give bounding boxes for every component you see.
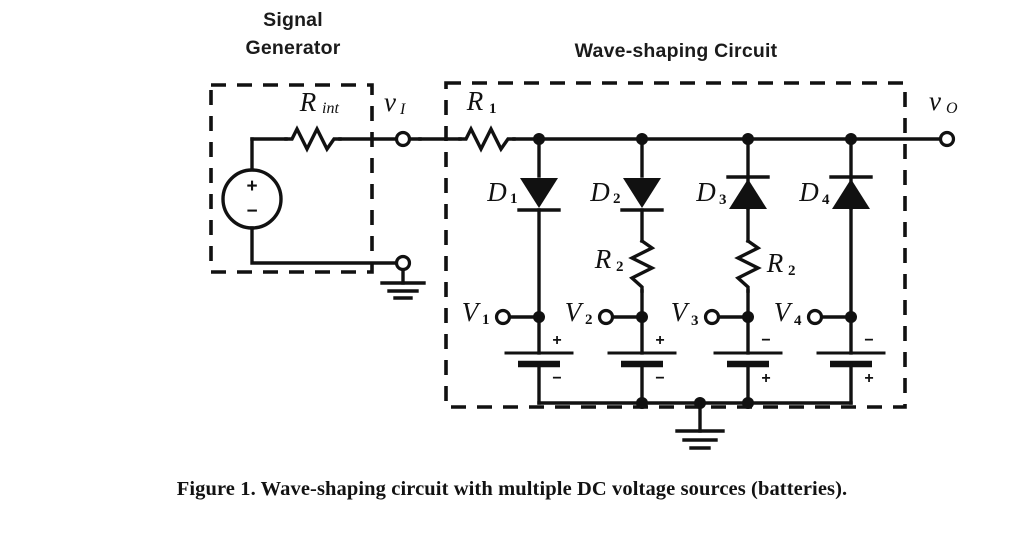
- label-v3-base: V: [671, 297, 691, 327]
- signal-generator-box: [209, 83, 374, 274]
- label-d3: D 3: [695, 177, 726, 208]
- svg-text:D: D: [589, 177, 610, 207]
- battery-v2-plus: +: [655, 332, 664, 349]
- battery-v4-plus: +: [864, 370, 873, 387]
- label-v2: V 2: [565, 297, 593, 328]
- battery-v4-minus: −: [864, 332, 873, 349]
- resistor-rint: [284, 125, 342, 153]
- label-v4: V 4: [774, 297, 802, 329]
- label-d2: D 2: [589, 177, 620, 207]
- label-r2-right-sub: 2: [788, 263, 796, 279]
- source-plus-sign: +: [246, 176, 257, 197]
- label-v-in-sub: I: [399, 101, 406, 118]
- signal-generator-title-line1: Signal: [263, 9, 323, 31]
- label-v2-sub: 2: [585, 312, 593, 328]
- label-v-in-base: v: [384, 87, 396, 117]
- label-v-out: v O: [929, 86, 958, 117]
- figure-caption: Figure 1. Wave-shaping circuit with mult…: [176, 478, 848, 500]
- svg-text:R: R: [299, 87, 317, 117]
- svg-text:D: D: [695, 177, 716, 207]
- svg-text:V: V: [671, 297, 691, 327]
- label-r2-right-base: R: [766, 248, 784, 278]
- label-r2-right: R 2: [766, 248, 796, 279]
- diode-d4-symbol: [829, 175, 873, 209]
- label-d4-base: D: [798, 177, 819, 207]
- terminal-v1: [494, 308, 512, 326]
- terminal-v2: [597, 308, 615, 326]
- battery-v3-plus: +: [761, 370, 770, 387]
- label-v4-sub: 4: [794, 313, 802, 329]
- battery-v1-plus: +: [552, 332, 561, 349]
- source-minus-sign: −: [246, 201, 257, 222]
- label-v-out-sub: O: [946, 100, 958, 117]
- terminal-v-in: [394, 130, 412, 148]
- label-r-int: R int: [299, 87, 340, 117]
- svg-text:R: R: [766, 248, 784, 278]
- label-v-out-base: v: [929, 86, 941, 116]
- label-v-in: v I: [384, 87, 406, 118]
- label-v3: V 3: [671, 297, 699, 329]
- svg-text:v: v: [384, 87, 396, 117]
- svg-text:V: V: [774, 297, 794, 327]
- node-dot-bottom-b2: [636, 397, 648, 409]
- terminal-sg-ground: [394, 254, 412, 272]
- label-v3-sub: 3: [691, 313, 699, 329]
- resistor-r2-right: [734, 238, 762, 293]
- wave-shaping-box: [444, 81, 907, 409]
- label-d1-base: D: [486, 177, 507, 207]
- terminal-v3: [703, 308, 721, 326]
- diode-d1-symbol: [517, 178, 561, 212]
- label-d2-sub: 2: [613, 191, 621, 207]
- svg-text:V: V: [462, 297, 482, 327]
- svg-text:R: R: [466, 86, 484, 116]
- label-d2-base: D: [589, 177, 610, 207]
- diode-d2-symbol: [620, 178, 664, 212]
- label-v1-sub: 1: [482, 312, 490, 328]
- resistor-r1: [458, 125, 516, 153]
- wave-shaping-title: Wave-shaping Circuit: [575, 40, 778, 62]
- label-r2-left-sub: 2: [616, 259, 624, 275]
- node-dot-bottom-b3: [742, 397, 754, 409]
- label-v1: V 1: [462, 297, 490, 328]
- terminal-v4: [806, 308, 824, 326]
- battery-v1-minus: −: [552, 370, 561, 387]
- label-r1: R 1: [466, 86, 497, 117]
- ground-icon-wave-shaping: [675, 429, 725, 450]
- resistor-r2-left: [628, 238, 656, 293]
- label-v1-base: V: [462, 297, 482, 327]
- battery-v2-minus: −: [655, 370, 664, 387]
- wire-source-return: [250, 226, 399, 265]
- diode-d3-symbol: [726, 175, 770, 209]
- battery-v3-minus: −: [761, 332, 770, 349]
- terminal-v-out: [938, 130, 956, 148]
- label-r2-left-base: R: [594, 244, 612, 274]
- label-r1-base: R: [466, 86, 484, 116]
- label-r2-left: R 2: [594, 244, 624, 275]
- svg-text:R: R: [594, 244, 612, 274]
- svg-text:v: v: [929, 86, 941, 116]
- label-d1-sub: 1: [510, 191, 518, 207]
- label-r-int-sub: int: [322, 100, 339, 117]
- label-r1-sub: 1: [489, 101, 497, 117]
- label-v4-base: V: [774, 297, 794, 327]
- label-d3-sub: 3: [719, 192, 727, 208]
- svg-text:V: V: [565, 297, 585, 327]
- label-d1: D 1: [486, 177, 517, 207]
- label-d4: D 4: [798, 177, 830, 208]
- signal-generator-title-line2: Generator: [246, 37, 341, 59]
- label-v2-base: V: [565, 297, 585, 327]
- label-d3-base: D: [695, 177, 716, 207]
- label-r-int-base: R: [299, 87, 317, 117]
- svg-text:D: D: [486, 177, 507, 207]
- ground-icon-signal-generator: [380, 281, 426, 300]
- svg-text:D: D: [798, 177, 819, 207]
- label-d4-sub: 4: [822, 192, 830, 208]
